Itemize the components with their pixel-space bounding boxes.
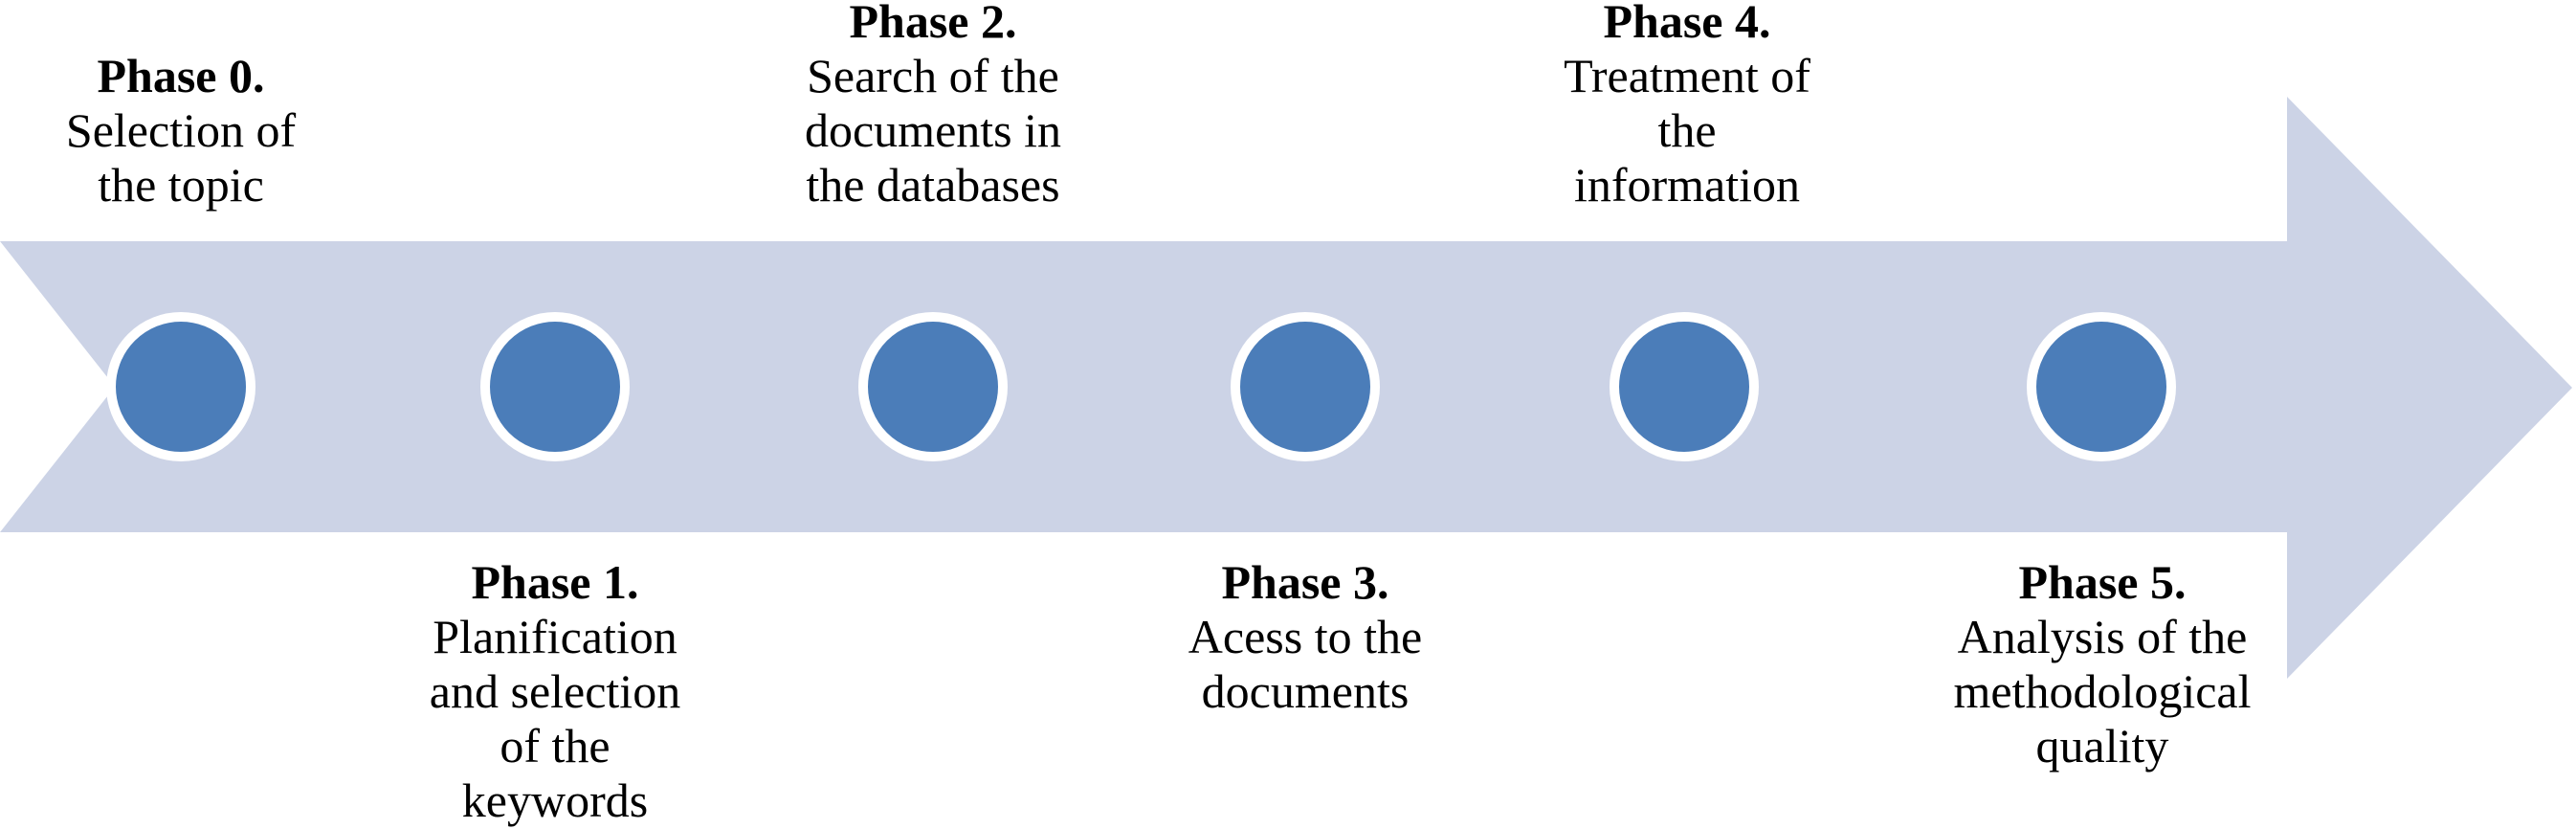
phase-0-heading: Phase 0.	[97, 49, 265, 102]
phase-4-marker-circle	[1610, 312, 1759, 461]
phase-5-marker-circle	[2027, 312, 2176, 461]
phase-1-line: Planification	[433, 610, 677, 663]
phase-4-line: Treatment of	[1564, 49, 1810, 102]
phase-0-line: the topic	[98, 158, 264, 212]
phase-2-label: Phase 2. Search of the documents in the …	[805, 0, 1061, 213]
phase-1-label: Phase 1. Planification and selection of …	[430, 555, 680, 828]
phase-5-line: Analysis of the	[1957, 610, 2248, 663]
phase-1-marker-circle	[480, 312, 630, 461]
phase-3-marker-circle	[1231, 312, 1380, 461]
phase-3-label: Phase 3. Acess to the documents	[1188, 555, 1422, 719]
phase-0-label: Phase 0. Selection of the topic	[66, 49, 296, 213]
phase-3-line: Acess to the	[1188, 610, 1423, 663]
phase-0-marker-circle	[106, 312, 255, 461]
phase-3-heading: Phase 3.	[1221, 555, 1389, 609]
phase-4-line: the	[1657, 103, 1717, 157]
phase-5-line: methodological	[1953, 664, 2252, 718]
phase-1-line: of the	[500, 719, 611, 773]
phase-4-heading: Phase 4.	[1603, 0, 1771, 48]
phase-4-label: Phase 4. Treatment of the information	[1564, 0, 1810, 213]
phase-1-line: keywords	[461, 773, 649, 827]
phase-5-label: Phase 5. Analysis of the methodological …	[1953, 555, 2251, 773]
phase-2-marker-circle	[858, 312, 1008, 461]
phase-3-line: documents	[1201, 664, 1410, 718]
phase-2-line: documents in	[804, 103, 1062, 157]
phase-1-line: and selection	[429, 664, 681, 718]
phase-2-line: the databases	[806, 158, 1060, 212]
phase-0-line: Selection of	[65, 103, 297, 157]
phase-1-heading: Phase 1.	[471, 555, 639, 609]
phase-2-line: Search of the	[807, 49, 1059, 102]
phase-5-heading: Phase 5.	[2018, 555, 2187, 609]
phase-5-line: quality	[2035, 719, 2169, 773]
phase-2-heading: Phase 2.	[849, 0, 1017, 48]
phase-4-line: information	[1573, 158, 1801, 212]
